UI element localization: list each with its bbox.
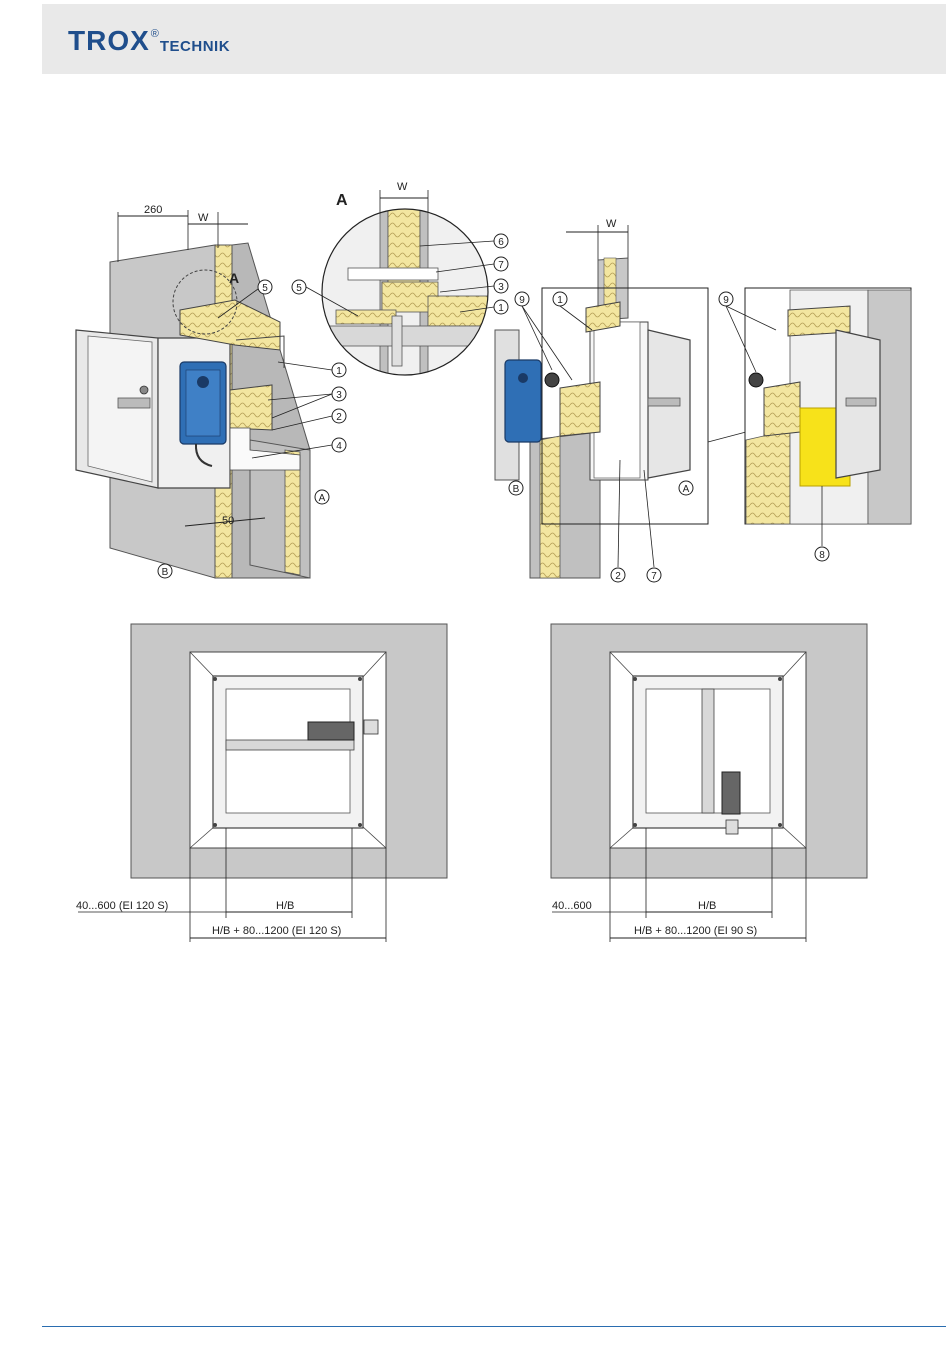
detail-a-title: A [336, 192, 348, 209]
dim-total-right: H/B + 80...1200 (EI 90 S) [634, 925, 757, 937]
dim-range-left: 40...600 (EI 120 S) [76, 900, 168, 912]
actuator-elevation-right [722, 772, 740, 814]
figure-right: W 9 1 2 [495, 218, 911, 582]
elevation-left: 40...600 (EI 120 S) H/B H/B + 80...1200 … [76, 624, 447, 942]
svg-text:2: 2 [336, 412, 342, 423]
svg-text:9: 9 [723, 295, 729, 306]
dim-w-detail: W [397, 181, 408, 193]
svg-text:1: 1 [336, 366, 342, 377]
damper-blade-left [226, 740, 354, 750]
callout-1-left: 1 [278, 362, 346, 377]
side-label-b-right: B [509, 481, 523, 495]
actuator-right [505, 360, 541, 442]
svg-text:2: 2 [615, 571, 621, 582]
svg-text:9: 9 [519, 295, 525, 306]
damper-blade-right [702, 689, 714, 813]
svg-text:6: 6 [498, 237, 504, 248]
insulation-block [230, 385, 272, 430]
dim-range-right: 40...600 [552, 900, 592, 912]
svg-text:7: 7 [498, 260, 504, 271]
side-label-b-left: B [158, 564, 172, 578]
svg-text:1: 1 [557, 295, 563, 306]
svg-text:1: 1 [498, 303, 504, 314]
detail-ref-a: A [229, 270, 239, 286]
side-label-a-right: A [679, 481, 693, 495]
svg-text:4: 4 [336, 441, 342, 452]
footer-rule [42, 1326, 946, 1327]
dim-260: 260 [144, 204, 162, 216]
svg-text:5: 5 [296, 283, 302, 294]
dim-total-left: H/B + 80...1200 (EI 120 S) [212, 925, 341, 937]
figure-left: 260 W A 50 5 1 3 2 [76, 204, 346, 578]
svg-text:8: 8 [819, 550, 825, 561]
side-label-a-left: A [315, 490, 329, 504]
dim-50: 50 [222, 515, 234, 527]
dim-w-left: W [198, 212, 209, 224]
detail-a: A W 6 7 [292, 181, 508, 378]
svg-text:A: A [319, 493, 326, 504]
svg-text:A: A [683, 484, 690, 495]
svg-text:3: 3 [498, 282, 504, 293]
svg-text:B: B [513, 484, 520, 495]
dim-w-right: W [606, 218, 617, 230]
actuator-elevation-left [308, 722, 354, 740]
svg-text:B: B [162, 567, 169, 578]
svg-text:7: 7 [651, 571, 657, 582]
dim-hb-left: H/B [276, 900, 294, 912]
thermal-release [545, 373, 559, 387]
elevation-right: 40...600 H/B H/B + 80...1200 (EI 90 S) [551, 624, 867, 942]
dim-hb-right: H/B [698, 900, 716, 912]
svg-text:5: 5 [262, 283, 268, 294]
svg-text:3: 3 [336, 390, 342, 401]
callout-7-right: 7 [644, 470, 661, 582]
